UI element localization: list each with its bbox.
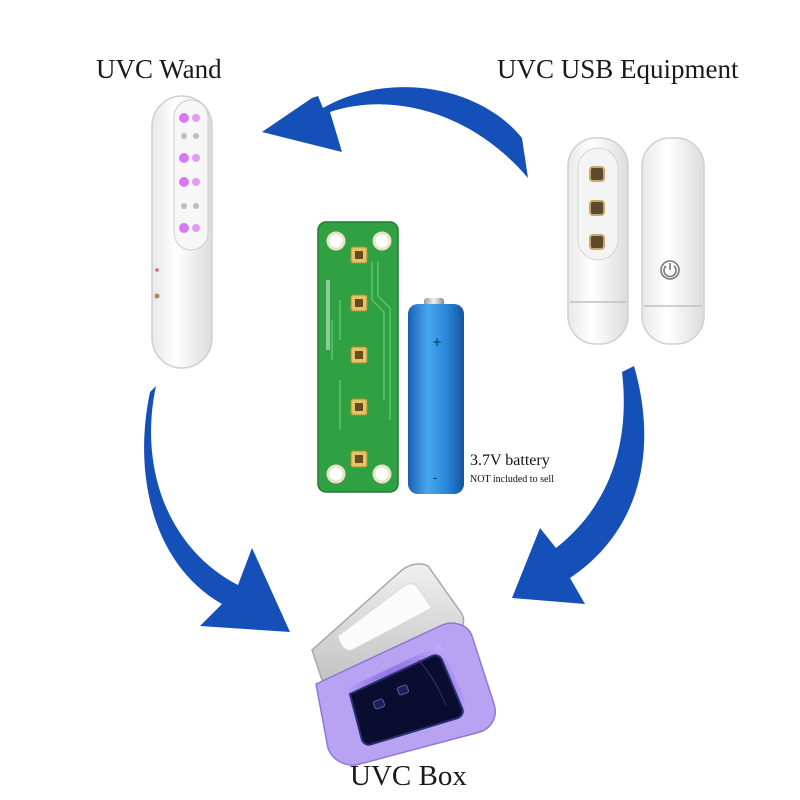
- usb-led: [589, 200, 605, 216]
- box-phone-camera: [372, 698, 386, 710]
- pcb-traces: [331, 262, 391, 430]
- arrow-wand-to-box: [144, 386, 290, 632]
- wand-uv-leds: [179, 113, 200, 233]
- label-battery-note: NOT included to sell: [470, 474, 554, 485]
- label-battery: 3.7V battery: [470, 452, 550, 469]
- pcb-uv-leds: [350, 246, 368, 468]
- wand-port: [154, 293, 160, 299]
- curved-arrow-icon: [144, 386, 290, 632]
- power-icon: [660, 260, 680, 280]
- label-uvc-box: UVC Box: [350, 760, 467, 792]
- uvc-wand: [151, 95, 213, 369]
- battery-plus-mark: +: [432, 335, 442, 349]
- uvc-box: [311, 563, 496, 766]
- battery-cell: + -: [408, 298, 464, 494]
- battery-body: [408, 304, 464, 494]
- pcb-mount-hole: [372, 464, 392, 484]
- pcb-mount-hole: [326, 231, 346, 251]
- label-uvc-wand: UVC Wand: [96, 54, 222, 84]
- usb-led: [589, 234, 605, 250]
- curved-arrow-icon: [262, 87, 528, 178]
- box-phone-screen-hint: [417, 659, 447, 707]
- box-phone-camera: [396, 684, 410, 696]
- arrow-usb-to-wand: [262, 87, 528, 178]
- pcb-silkscreen: [326, 280, 330, 350]
- uv-led-pcb: [317, 221, 399, 493]
- arrow-usb-to-box: [512, 366, 645, 604]
- battery-minus-mark: -: [433, 471, 437, 485]
- usb-closed-body: [641, 137, 705, 345]
- box-phone: [348, 654, 464, 746]
- wand-button-dot: [155, 268, 159, 272]
- usb-led: [589, 166, 605, 182]
- uvc-usb-equipment: [567, 137, 705, 345]
- box-lid-lamp: [337, 583, 433, 651]
- pcb-mount-hole: [326, 464, 346, 484]
- pcb-mount-hole: [372, 231, 392, 251]
- label-uvc-usb-equipment: UVC USB Equipment: [497, 54, 739, 84]
- curved-arrow-icon: [512, 366, 645, 604]
